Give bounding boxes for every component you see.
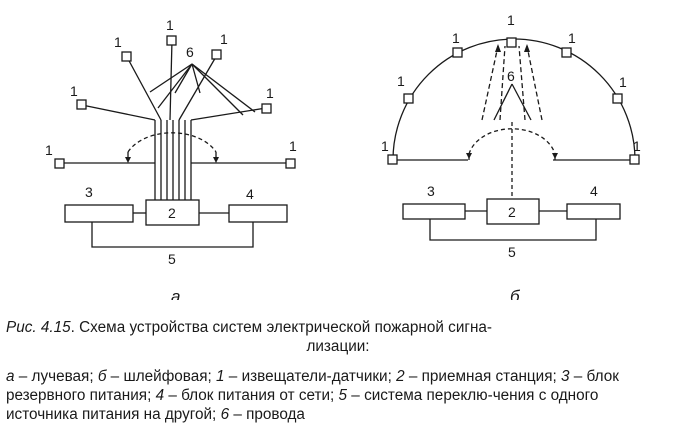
label-wires: 6: [507, 68, 515, 84]
switching-system-b: [429, 219, 597, 241]
legend-key: 2: [396, 368, 405, 385]
wire-a-1: [81, 104, 156, 121]
detector-a-5: [211, 49, 222, 60]
detector-a-4: [166, 35, 177, 46]
legend-text: – система переклю-чения с одного источни…: [6, 387, 603, 423]
caption-title-line2: лизации:: [306, 338, 370, 355]
legend-text: – лучевая;: [14, 368, 98, 385]
mains-power-block-a: [228, 204, 288, 223]
legend-key: 5: [338, 387, 348, 404]
label-detector: 1: [220, 31, 228, 47]
mains-power-block-b: [566, 203, 621, 220]
legend-text: – блок резервного питания;: [6, 368, 624, 404]
loop-wire-b: [392, 38, 636, 161]
label-detector: 1: [452, 30, 460, 46]
switching-system-a: [91, 222, 254, 248]
sublabel-b: б: [510, 287, 521, 300]
label-station: 2: [168, 205, 176, 221]
detector-b-2: [403, 93, 414, 104]
detector-b-1: [387, 154, 398, 165]
reserve-power-block-b: [402, 203, 466, 220]
legend-key: а: [6, 368, 15, 385]
label-detector: 1: [266, 85, 274, 101]
wire-a-3: [169, 39, 173, 121]
detector-b-3: [452, 47, 463, 58]
label-reserve: 3: [85, 184, 93, 200]
legend-key: б: [97, 368, 107, 385]
detector-a-7: [285, 158, 296, 169]
label-detector: 1: [381, 138, 389, 154]
label-mains: 4: [246, 186, 254, 202]
receiving-station-a: [145, 199, 200, 226]
label-detector: 1: [70, 83, 78, 99]
radial-scheme: [54, 35, 296, 248]
legend-text: – провода: [229, 406, 305, 423]
legend-key: 1: [216, 368, 225, 385]
figure-caption-title: Рис. 4.15. Схема устройства систем элект…: [6, 318, 670, 356]
label-detector: 1: [45, 142, 53, 158]
reserve-power-block-a: [64, 204, 134, 223]
fire-alarm-schematic: 1 1 1 1 1 1 1 6 3 2 4 5 а: [45, 12, 641, 300]
label-detector: 1: [619, 74, 627, 90]
detector-b-6: [612, 93, 623, 104]
legend-key: 3: [561, 368, 570, 385]
figure-number: Рис. 4.15: [6, 319, 71, 336]
legend-key: 6: [220, 406, 230, 423]
caption-title-line1: . Схема устройства систем электрической …: [70, 319, 493, 336]
detector-a-3: [121, 51, 132, 62]
detector-a-1: [54, 158, 65, 169]
loop-scheme: [387, 37, 640, 241]
label-detector: 1: [289, 138, 297, 154]
label-detector: 1: [114, 34, 122, 50]
label-detector: 1: [633, 138, 641, 154]
switch-arc-b: [468, 128, 556, 155]
detector-b-4: [506, 37, 517, 48]
receiving-station-b: [486, 198, 540, 225]
label-detector: 1: [507, 12, 515, 28]
sublabel-a: а: [171, 287, 180, 300]
label-detector: 1: [568, 30, 576, 46]
detector-a-2: [76, 99, 87, 110]
label-reserve: 3: [427, 183, 435, 199]
label-station: 2: [508, 204, 516, 220]
label-detector: 1: [166, 17, 174, 33]
legend-text: – блок питания от сети;: [164, 387, 339, 404]
legend-text: – приемная станция;: [404, 368, 562, 385]
label-wires: 6: [186, 44, 194, 60]
legend-text: – шлейфовая;: [106, 368, 217, 385]
label-switching: 5: [508, 244, 516, 260]
wire-a-2: [126, 56, 162, 121]
label-switching: 5: [168, 251, 176, 267]
figure-legend: а – лучевая; б – шлейфовая; 1 – извещате…: [6, 367, 670, 424]
wire-a-5: [190, 107, 267, 121]
detector-b-7: [629, 154, 640, 165]
label-mains: 4: [590, 183, 598, 199]
legend-text: – извещатели-датчики;: [224, 368, 397, 385]
detector-b-5: [561, 47, 572, 58]
switch-arc-a: [127, 132, 217, 153]
label-detector: 1: [397, 73, 405, 89]
detector-a-6: [261, 103, 272, 114]
legend-key: 4: [155, 387, 165, 404]
